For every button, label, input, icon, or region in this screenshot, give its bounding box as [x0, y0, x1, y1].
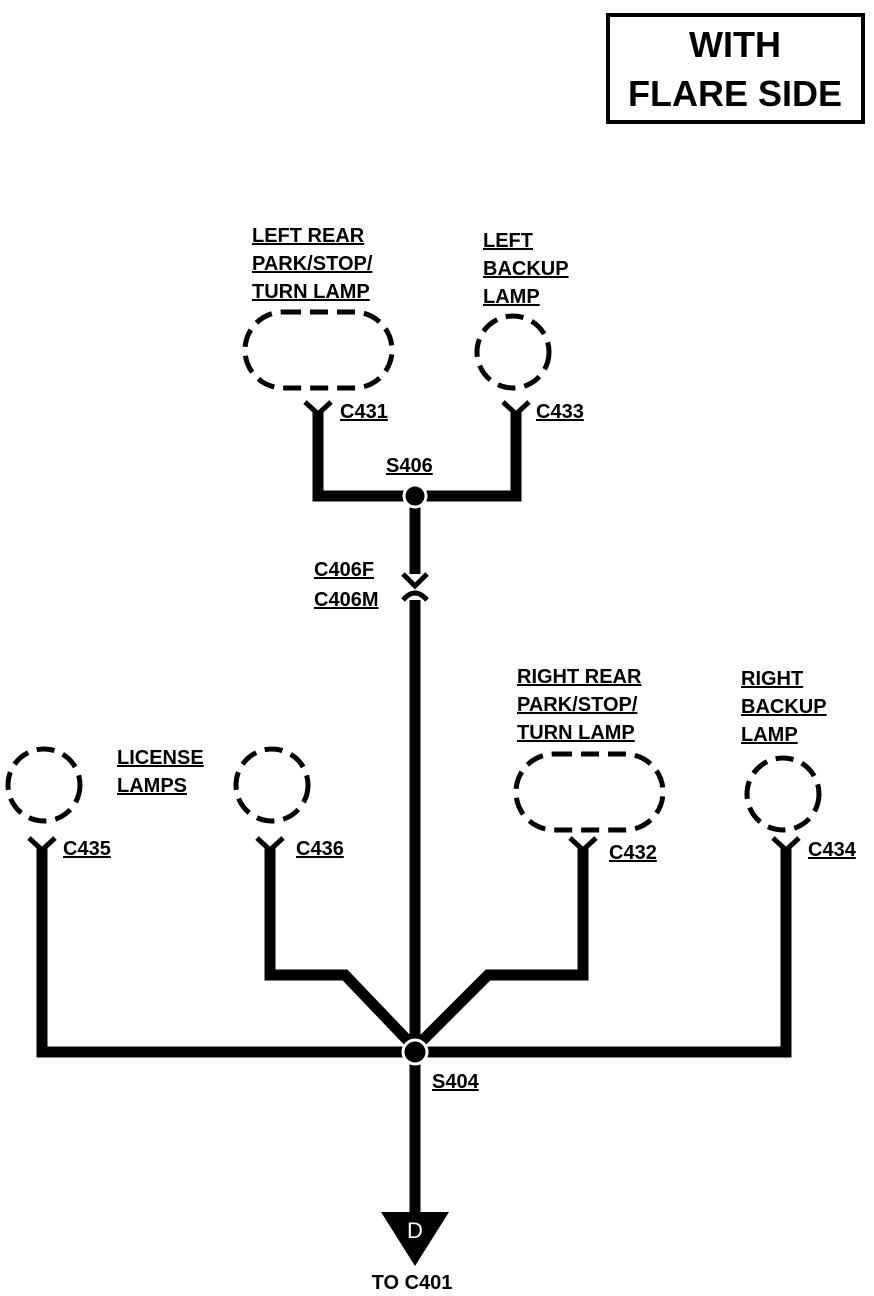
connector-symbols: [27, 400, 801, 854]
left-backup-label-line-1: LEFT: [483, 230, 533, 252]
right-backup-label-line-3: LAMP: [741, 724, 798, 746]
c406m-symbol: [401, 590, 429, 602]
wire-s406-branch: [312, 412, 522, 502]
badge-line-1: WITH: [689, 24, 781, 65]
wires: [36, 412, 792, 1220]
connector-label-c433: C433: [536, 401, 584, 423]
connector-label-c406m: C406M: [314, 589, 378, 611]
right-backup-label-line-1: RIGHT: [741, 668, 803, 690]
connector-label-c406f: C406F: [314, 559, 374, 581]
left-backup-label: LEFT BACKUP LAMP: [483, 230, 569, 308]
left-rear-label-line-1: LEFT REAR: [252, 225, 365, 247]
wire-c436-branch: [264, 848, 416, 1049]
output-arrow: D TO C401: [372, 1212, 453, 1294]
right-rear-label-line-1: RIGHT REAR: [517, 666, 642, 688]
right-rear-label: RIGHT REAR PARK/STOP/ TURN LAMP: [517, 666, 642, 744]
splices: [401, 483, 429, 1066]
c436-symbol: [255, 836, 285, 854]
splice-s406: [402, 483, 428, 509]
left-backup-label-line-3: LAMP: [483, 286, 540, 308]
license-label: LICENSE LAMPS: [117, 747, 204, 797]
output-marker: D: [407, 1218, 423, 1243]
splice-label-s406: S406: [386, 455, 433, 477]
lamps: [5, 309, 822, 833]
output-label: TO C401: [372, 1272, 453, 1294]
connector-label-c434: C434: [808, 839, 857, 861]
c433-symbol: [501, 400, 531, 418]
right-rear-lamp: [513, 751, 666, 833]
license-lamp-right: [233, 746, 311, 824]
splice-s404: [401, 1038, 429, 1066]
right-backup-label: RIGHT BACKUP LAMP: [741, 668, 827, 746]
right-backup-label-line-2: BACKUP: [741, 696, 827, 718]
right-backup-lamp: [744, 755, 822, 833]
left-backup-lamp: [474, 313, 552, 391]
license-label-line-2: LAMPS: [117, 775, 187, 797]
right-rear-label-line-3: TURN LAMP: [517, 722, 635, 744]
connector-label-c436: C436: [296, 838, 344, 860]
c435-symbol: [27, 836, 57, 854]
c406f-symbol: [401, 572, 429, 590]
left-rear-lamp: [242, 309, 395, 391]
left-rear-label-line-2: PARK/STOP/: [252, 253, 373, 275]
license-lamp-left: [5, 746, 83, 824]
output-triangle: [381, 1212, 449, 1266]
connector-label-c431: C431: [340, 401, 388, 423]
badge-frame: [606, 13, 865, 124]
badge-line-2: FLARE SIDE: [628, 73, 842, 114]
left-backup-label-line-2: BACKUP: [483, 258, 569, 280]
right-rear-label-line-2: PARK/STOP/: [517, 694, 638, 716]
c431-symbol: [303, 400, 333, 418]
wire-c432-branch: [414, 848, 589, 1049]
connector-label-c432: C432: [609, 842, 657, 864]
connector-label-c435: C435: [63, 838, 111, 860]
left-rear-label-line-3: TURN LAMP: [252, 281, 370, 303]
splice-label-s404: S404: [432, 1071, 480, 1093]
left-rear-label: LEFT REAR PARK/STOP/ TURN LAMP: [252, 225, 373, 303]
c434-symbol: [771, 836, 801, 854]
c432-symbol: [568, 836, 598, 854]
flare-side-badge: WITH FLARE SIDE: [606, 13, 865, 124]
license-label-line-1: LICENSE: [117, 747, 204, 769]
